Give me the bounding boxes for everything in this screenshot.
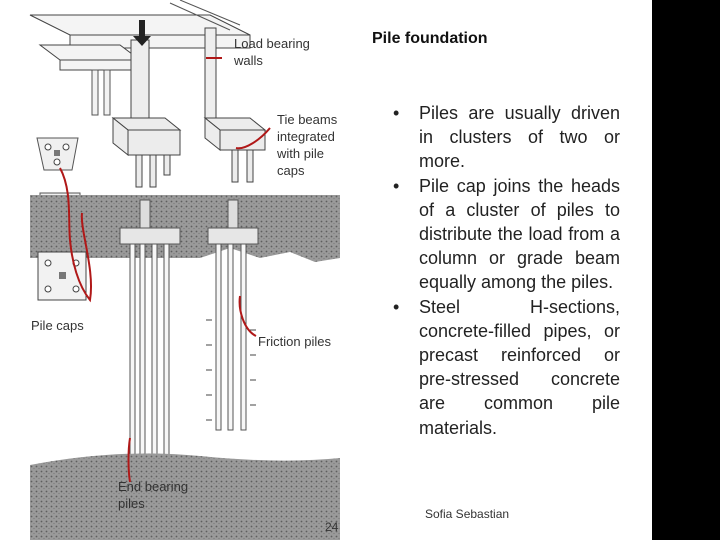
side-bar [652,0,720,540]
pile-cap-plan-four [37,251,87,301]
pile-cap-left [111,116,182,188]
bullet-marker: • [393,103,400,123]
slide-title: Pile foundation [372,30,488,47]
end-bearing-piles-line-2: piles [118,496,145,511]
bullet-text: Piles are usually driven in clusters of … [419,103,620,172]
background-piles [91,69,111,116]
bullet-text: Steel H-sections, concrete-filled pipes,… [419,296,620,438]
bearing-stratum [30,453,340,540]
end-bearing-piles-label: End bearing piles [118,478,188,512]
pile-cap-plan-triangle [36,137,79,171]
bullet-marker: • [393,296,400,317]
friction-arrows [206,319,256,421]
column [130,20,217,126]
bullet-item: • Piles are usually driven in clusters o… [390,101,620,174]
end-bearing-piles-line-1: End bearing [118,479,189,494]
pile-caps-label: Pile caps [31,318,84,333]
bullet-marker: • [393,175,400,196]
tie-beams-line-1: Tie beams [277,112,338,127]
page-number: 24 [325,520,339,534]
annotation-lines [59,57,271,483]
author-name: Sofia Sebastian [425,507,510,521]
tie-beams-line-2: integrated [277,129,335,144]
friction-piles-label: Friction piles [258,334,331,349]
ground-section [30,195,340,262]
bullet-text: Pile cap joins the heads of a cluster of… [419,175,620,293]
bullet-item: • Pile cap joins the heads of a cluster … [390,174,620,295]
long-piles [129,243,247,471]
bullet-item: • Steel H-sections, concrete-filled pipe… [390,295,620,440]
load-bearing-walls-line-1: Load bearing [234,36,310,51]
tie-beams-line-3: with pile [277,146,324,161]
bullet-list: • Piles are usually driven in clusters o… [390,101,620,440]
tie-beams-line-4: caps [277,163,305,178]
load-bearing-walls-line-2: walls [234,53,263,68]
load-bearing-walls-label: Load bearing walls [234,35,310,69]
tie-beams-label: Tie beams integrated with pile caps [277,111,337,179]
pile-cap-right [203,116,267,183]
